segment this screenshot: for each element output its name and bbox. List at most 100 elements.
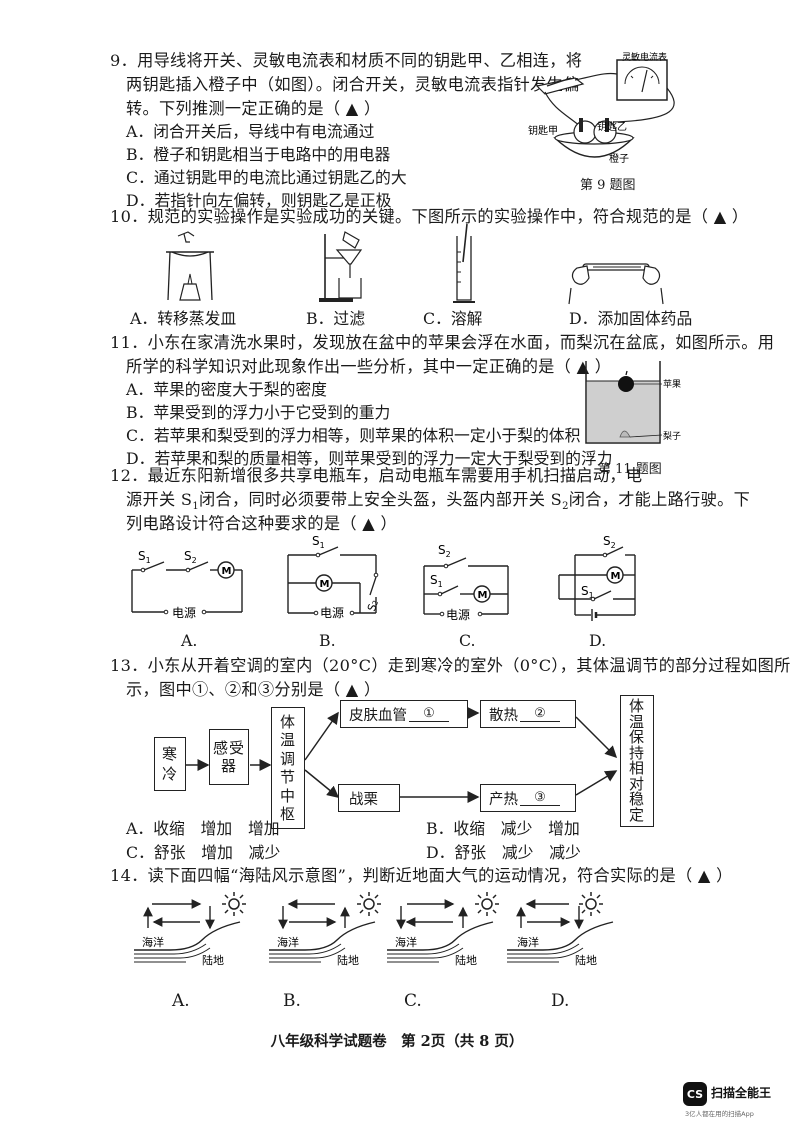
svg-text:M: M	[478, 590, 488, 601]
q14-option-c: C.	[404, 991, 422, 1011]
q10-line1: 10．规范的实验操作是实验成功的关键。下图所示的实验操作中，符合规范的是（ ▲ …	[110, 207, 749, 226]
q13-receptor-box: 感受器	[209, 729, 249, 785]
q13-cold-box: 寒冷	[154, 737, 186, 791]
q9-key-a-label: 钥匙甲	[528, 124, 558, 137]
svg-text:海洋: 海洋	[395, 935, 417, 949]
svg-text:S2: S2	[365, 598, 381, 613]
svg-text:S1: S1	[581, 584, 594, 600]
q11-line1: 11．小东在家清洗水果时，发现放在盆中的苹果会浮在水面，而梨沉在盆底，如图所示。…	[110, 333, 775, 352]
q13-skin-vessel-box: 皮肤血管 ①	[340, 700, 468, 728]
q10-add-solid-figure	[568, 263, 664, 305]
q12-option-c: C.	[459, 631, 476, 650]
q13-blank-3: ③	[520, 790, 560, 806]
scanner-tagline: 3亿人都在用的扫描App	[685, 1110, 754, 1118]
q9-option-c: C．通过钥匙甲的电流比通过钥匙乙的大	[126, 168, 407, 187]
q10-dissolve-figure	[453, 223, 475, 303]
q14-line1: 14．读下面四幅“海陆风示意图”，判断近地面大气的运动情况，符合实际的是（ ▲ …	[110, 866, 733, 885]
svg-text:M: M	[320, 579, 330, 590]
svg-text:S1: S1	[312, 534, 325, 550]
svg-text:海洋: 海洋	[142, 935, 164, 949]
scanner-watermark: CS 扫描全能王 3亿人都在用的扫描App	[683, 1080, 783, 1118]
q14-figure-a: 海洋 陆地	[133, 891, 247, 967]
q9-key-b-label: 钥匙乙	[597, 120, 627, 133]
q13-blank-2: ②	[520, 706, 560, 722]
q11-option-a: A．苹果的密度大于梨的密度	[126, 380, 327, 399]
q10-option-b: B．过滤	[306, 309, 365, 328]
svg-text:电源: 电源	[172, 606, 196, 620]
q14-figure-b: 海洋 陆地	[268, 891, 382, 967]
q13-line2: 示，图中①、②和③分别是（ ▲ ）	[126, 680, 381, 699]
svg-text:S1: S1	[430, 573, 443, 589]
q9-meter-label: 灵敏电流表	[622, 51, 667, 63]
q14-figure-c: 海洋 陆地	[386, 891, 500, 967]
svg-text:M: M	[611, 571, 621, 582]
q12-line2: 源开关 S1闭合，同时必须要带上安全头盔，头盔内部开关 S2闭合，才能上路行驶。…	[126, 488, 750, 518]
q13-line1: 13．小东从开着空调的室内（20°C）走到寒冷的室外（0°C），其体温调节的部分…	[110, 656, 791, 675]
svg-text:陆地: 陆地	[337, 953, 359, 967]
q9-line1: 9．用导线将开关、灵敏电流表和材质不同的钥匙甲、乙相连，将	[110, 51, 583, 70]
q14-sea-land-breeze-figures: 海洋 陆地 海洋 陆地 海洋 陆地	[133, 891, 614, 967]
q13-option-c: C．舒张 增加 减少	[126, 843, 281, 862]
q9-orange-circuit-figure: 灵敏电流表 钥匙甲 钥匙乙 橙子	[528, 51, 675, 165]
q12-option-a: A.	[181, 631, 198, 650]
q12-line1: 12．最近东阳新增很多共享电瓶车，启动电瓶车需要用手机扫描启动，电	[110, 466, 643, 485]
q9-option-b: B．橙子和钥匙相当于电路中的用电器	[126, 145, 391, 164]
q12-s1-sub: 1	[192, 501, 199, 513]
scanner-logo-icon: CS	[683, 1082, 707, 1106]
q11-option-c: C．若苹果和梨受到的浮力相等，则苹果的体积一定小于梨的体积	[126, 426, 581, 445]
svg-text:电源: 电源	[446, 608, 470, 622]
q12-s2-sub: 2	[562, 501, 569, 513]
svg-text:S2: S2	[184, 549, 197, 565]
q9-line3: 转。下列推测一定正确的是（ ▲ ）	[126, 99, 381, 118]
q13-option-a: A．收缩 增加 增加	[126, 819, 280, 838]
q13-heat-loss-box: 散热 ②	[480, 700, 576, 728]
q13-center-box: 体温调节中枢	[271, 707, 305, 829]
q9-caption: 第 9 题图	[580, 178, 636, 193]
q10-option-a: A．转移蒸发皿	[130, 309, 237, 328]
svg-text:S2: S2	[603, 534, 616, 550]
q12-option-d: D.	[589, 631, 607, 650]
q11-pear-label: 梨子	[663, 430, 681, 442]
svg-text:陆地: 陆地	[455, 953, 477, 967]
page-footer: 八年级科学试题卷 第 2页（共 8 页）	[270, 1033, 524, 1050]
q13-blank-1: ①	[409, 706, 449, 722]
svg-text:M: M	[222, 566, 232, 577]
q12-circuit-b: S1 M S2 电源	[287, 534, 381, 620]
q10-evaporate-figure	[166, 231, 214, 301]
q12-circuit-a: S1 S2 M 电源	[131, 549, 243, 620]
q11-option-d: D．若苹果和梨的质量相等，则苹果受到的浮力一定大于梨受到的浮力	[126, 449, 613, 468]
q13-option-b: B．收缩 减少 增加	[426, 819, 580, 838]
q14-figure-d: 海洋 陆地	[506, 891, 614, 967]
q12-circuit-d: S2 S1 M	[558, 534, 636, 621]
q12-circuit-c: S2 S1 M 电源	[423, 543, 509, 622]
svg-text:S2: S2	[438, 543, 451, 559]
q11-option-b: B．苹果受到的浮力小于它受到的重力	[126, 403, 391, 422]
q12-line3: 列电路设计符合这种要求的是（ ▲ ）	[126, 514, 397, 533]
q13-result-box: 体温保持相对稳定	[620, 695, 654, 827]
scanner-app-name: 扫描全能王	[711, 1086, 772, 1100]
q12-line2-part1: 源开关 S	[126, 490, 193, 509]
svg-text:海洋: 海洋	[277, 935, 299, 949]
q14-option-d: D.	[551, 991, 570, 1011]
svg-text:陆地: 陆地	[575, 953, 597, 967]
svg-text:电源: 电源	[320, 606, 344, 620]
q13-option-d: D．舒张 减少 减少	[426, 843, 581, 862]
q12-line2-part2: 闭合，同时必须要带上安全头盔，头盔内部开关 S	[198, 490, 563, 509]
q10-option-d: D．添加固体药品	[569, 309, 693, 328]
q11-basin-figure: 苹果 梨子	[585, 361, 681, 444]
svg-text:陆地: 陆地	[202, 953, 224, 967]
q13-heat-gen-box: 产热 ③	[480, 784, 576, 812]
q9-option-a: A．闭合开关后，导线中有电流通过	[126, 122, 375, 141]
q12-option-b: B.	[319, 631, 336, 650]
q10-filter-figure	[319, 231, 363, 302]
q13-shiver-box: 战栗	[338, 784, 400, 812]
q10-option-c: C．溶解	[423, 309, 483, 328]
q14-option-b: B.	[283, 991, 301, 1011]
svg-text:海洋: 海洋	[517, 935, 539, 949]
q9-orange-label: 橙子	[609, 152, 629, 165]
svg-text:S1: S1	[138, 549, 151, 565]
q11-caption: 第 11 题图	[598, 462, 662, 477]
q11-line2: 所学的科学知识对此现象作出一些分析，其中一定正确的是（ ▲ ）	[126, 357, 612, 376]
q9-line2: 两钥匙插入橙子中（如图）。闭合开关，灵敏电流表指针发生偏	[126, 75, 580, 94]
